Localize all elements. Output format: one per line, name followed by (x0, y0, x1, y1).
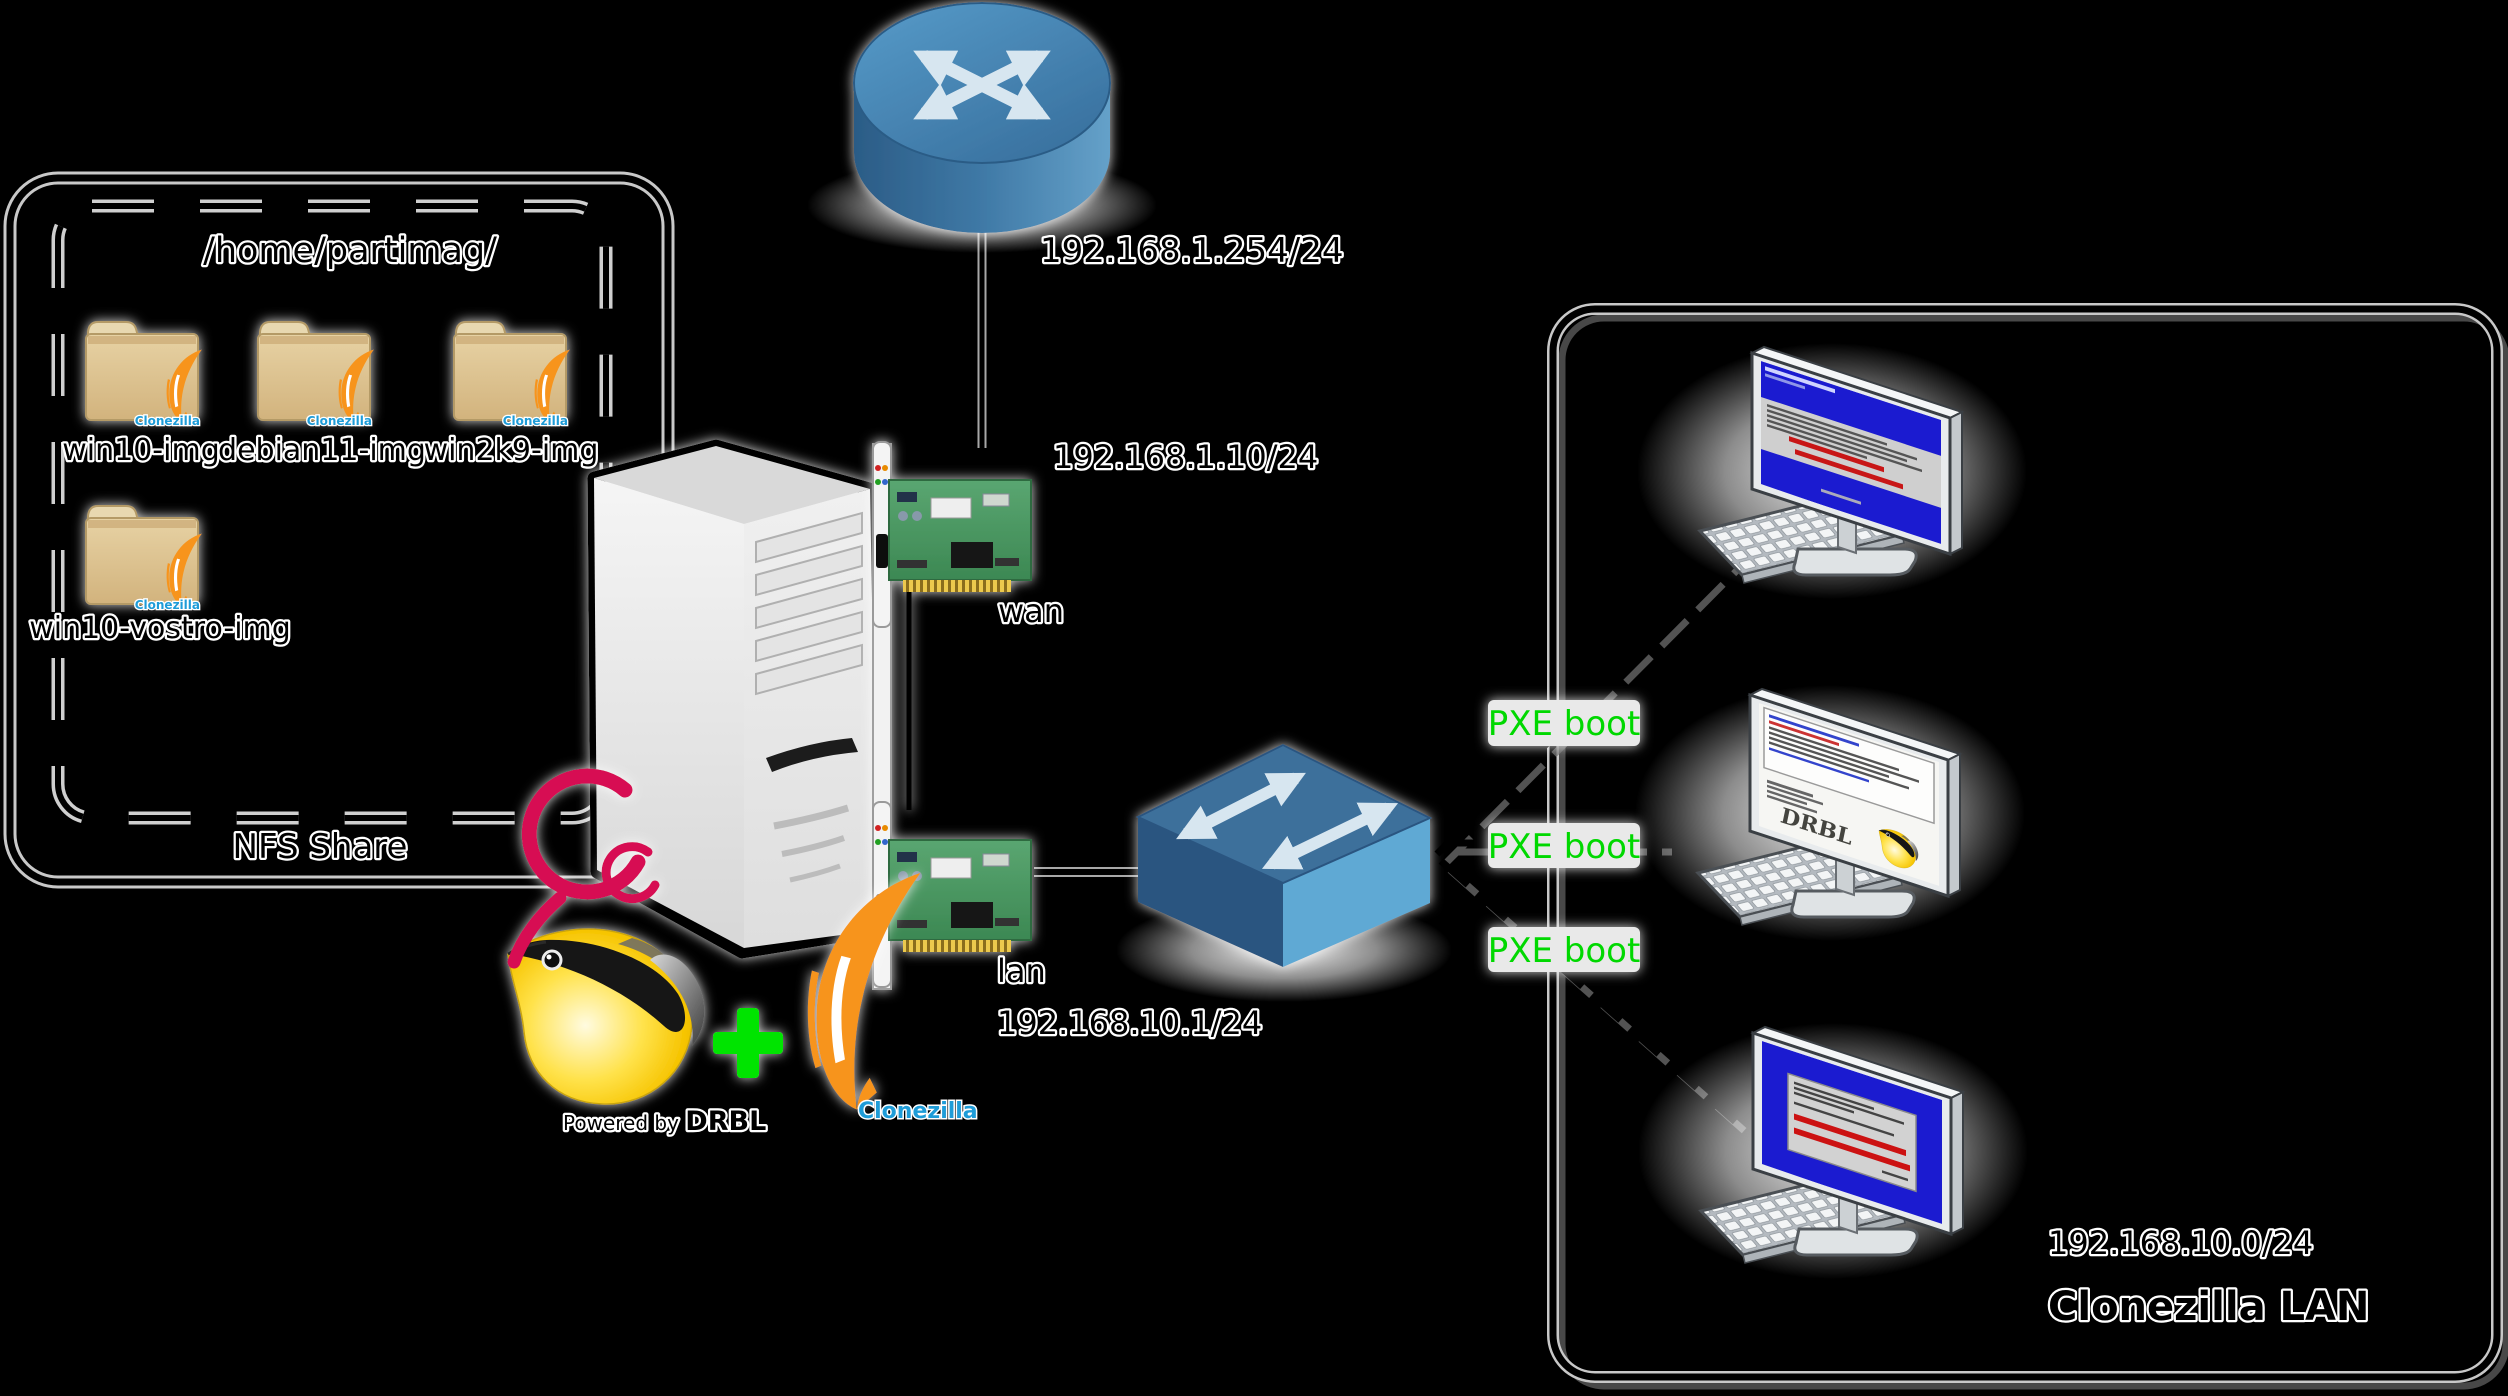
folder-badge: Clonezilla (503, 414, 568, 428)
server (587, 439, 885, 959)
pxe-boot-label-3: PXE boot (1488, 931, 1641, 971)
nfs-share-label: NFS Share (233, 827, 408, 867)
lan-nic-label: lan (997, 952, 1046, 990)
drbl-logo (506, 927, 706, 1106)
partimag-dashed-box (51, 199, 613, 825)
folder-icon-win10 (86, 322, 202, 421)
client-pc-3 (1636, 1021, 2030, 1281)
wan-nic-label: wan (998, 592, 1064, 630)
logos (506, 768, 921, 1110)
folder-icon-debian11 (258, 322, 374, 421)
router-arrows-icon (913, 50, 1051, 120)
router (807, 2, 1157, 253)
client-pc-1 (1635, 341, 2029, 601)
folder-label-win10-vostro: win10-vostro-img (29, 611, 291, 646)
switch (1116, 743, 1452, 1002)
pxe-labels (1488, 700, 1640, 972)
folder-badge: Clonezilla (307, 414, 372, 428)
drbl-caption: Powered by DRBL (563, 1106, 766, 1137)
client-pc-1-screen (1761, 361, 1941, 544)
client-pc-2-screen: DRBL (1759, 703, 1939, 886)
folder-icon-win2k9 (454, 322, 570, 421)
clonezilla-lan-title: Clonezilla LAN (2048, 1284, 2369, 1330)
clonezilla-caption: Clonezilla (858, 1099, 978, 1124)
folder-icon-win10-vostro (86, 506, 202, 605)
client-pc-3-screen (1762, 1041, 1942, 1224)
debian-logo (507, 768, 660, 969)
nic-assembly (872, 441, 1032, 990)
lan-ip-label: 192.168.10.1/24 (997, 1004, 1262, 1042)
plus-icon (713, 1008, 783, 1078)
lan-subnet-label: 192.168.10.0/24 (2048, 1224, 2313, 1262)
pxe-boot-label-2: PXE boot (1488, 827, 1641, 867)
client-pc-2: DRBL (1633, 683, 2027, 943)
wan-ip-label: 192.168.1.10/24 (1053, 438, 1318, 476)
folder-badge: Clonezilla (135, 598, 200, 612)
partimag-path-label: /home/partimag/ (203, 231, 497, 271)
folder-label-win2k9: win2k9-img (424, 433, 599, 468)
switch-arrows-icon (1176, 772, 1399, 870)
folder-label-win10: win10-img (62, 433, 220, 468)
pxe-boot-label-1: PXE boot (1488, 704, 1641, 744)
folder-badge: Clonezilla (135, 414, 200, 428)
router-ip-label: 192.168.1.254/24 (1040, 231, 1343, 271)
folder-label-debian11: debian11-img (218, 433, 426, 468)
